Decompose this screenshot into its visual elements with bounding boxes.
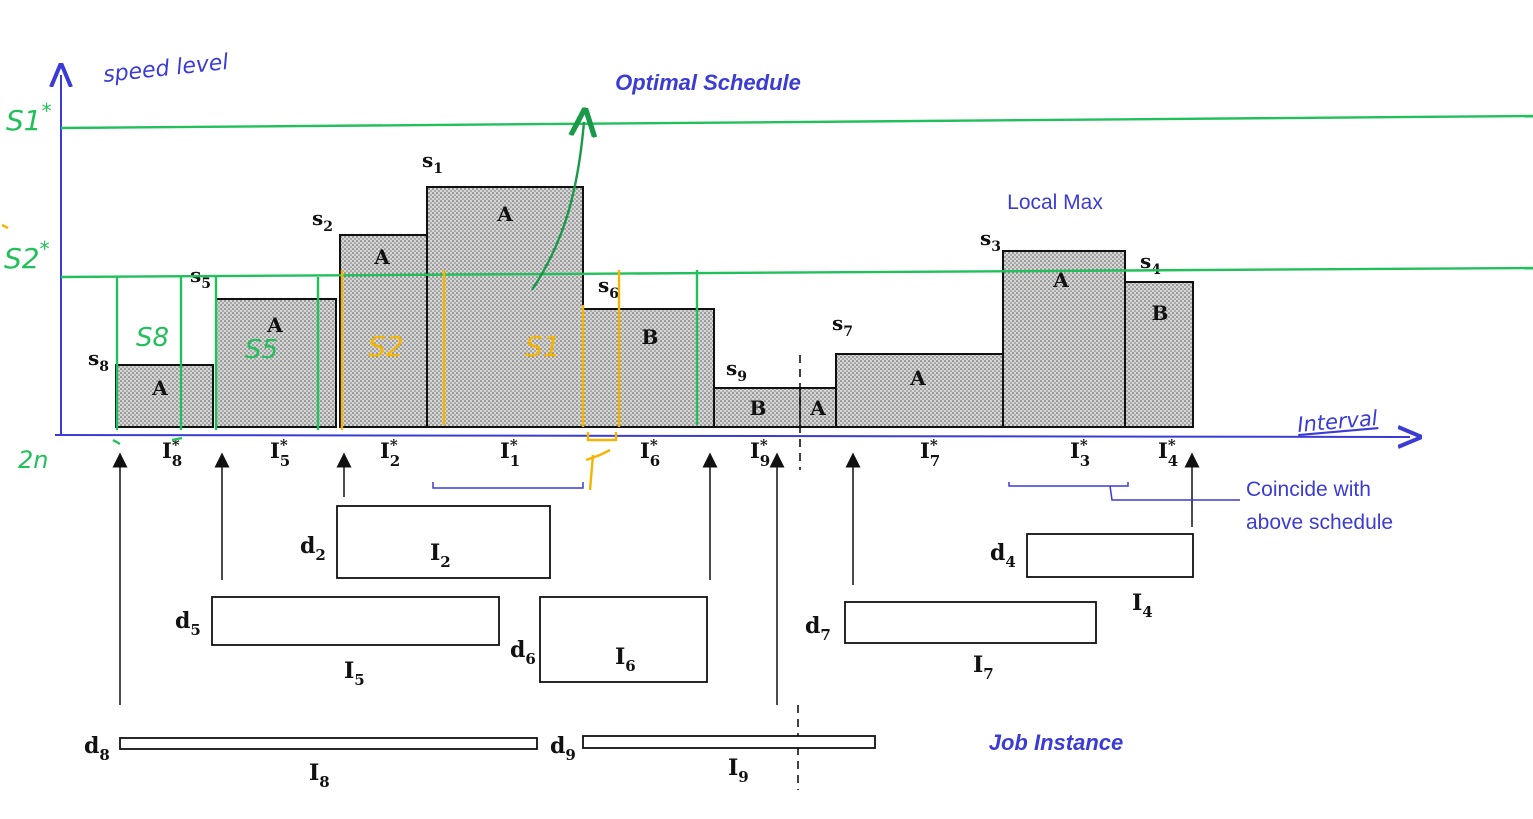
green-curve-arrow: [530, 122, 584, 291]
bracket-i1: [432, 482, 584, 489]
speed-label-s3: s3: [980, 226, 1001, 255]
speed-label-s8: s8: [88, 346, 109, 375]
block-s5: [215, 298, 337, 428]
block-s6: [582, 308, 715, 428]
s2-star-label: S2*: [4, 237, 50, 275]
block-s8-letter: A: [151, 376, 168, 400]
job-box-i8: [119, 737, 538, 750]
s2-star-line: [60, 266, 1533, 279]
bracket-i3: [1008, 482, 1129, 487]
block-s1-letter: A: [496, 202, 513, 226]
job-label-d5: d5: [175, 608, 201, 639]
green-tick-1: [112, 438, 121, 446]
job-label-i8: I8: [309, 760, 330, 791]
job-box-i6: [539, 596, 708, 683]
speed-label-s9: s9: [726, 356, 747, 385]
x-axis-label: Interval: [1296, 406, 1378, 437]
interval-label-i9: I*9: [750, 436, 770, 470]
green-tick-2: [171, 436, 183, 442]
interval-label-i5: I*5: [270, 436, 290, 470]
interval-label-i7: I*7: [920, 436, 940, 470]
local-max-label: Local Max: [1007, 191, 1103, 214]
speed-label-s7: s7: [832, 311, 853, 340]
interval-label-i3: I*3: [1070, 436, 1090, 470]
job-label-i7: I7: [973, 652, 994, 683]
job-box-i7: [844, 601, 1097, 644]
block-s9-letter-b: B: [750, 396, 767, 420]
job-label-i4: I4: [1132, 590, 1153, 621]
speed-label-s1: s1: [422, 148, 443, 177]
speed-label-s4: s4: [1140, 249, 1161, 278]
orange-bracket: [586, 432, 618, 442]
s1-star-line: [60, 114, 1533, 130]
job-label-d6: d6: [510, 637, 536, 668]
job-label-i6: I6: [615, 644, 636, 675]
speed-label-s6: s6: [598, 273, 619, 302]
x-axis: [54, 435, 1410, 437]
interval-label-i2: I*2: [380, 436, 400, 470]
handwritten-s2: S2: [368, 330, 404, 363]
job-label-d9: d9: [550, 733, 576, 764]
block-s7: [835, 353, 1004, 428]
job-label-d7: d7: [805, 613, 831, 644]
block-s2-letter: A: [373, 245, 390, 269]
coincide-label-line1: Coincide with: [1246, 478, 1371, 501]
y-axis-label: speed level: [102, 50, 230, 88]
block-s7-letter: A: [909, 366, 926, 390]
block-s4-letter: B: [1152, 301, 1169, 325]
handwritten-s8: S8: [136, 323, 169, 353]
coincide-pointer: [1109, 485, 1240, 501]
s1-star-label: S1*: [6, 99, 52, 137]
job-box-i2: [336, 505, 551, 579]
job-label-i5: I5: [344, 658, 365, 689]
job-label-d4: d4: [990, 540, 1016, 571]
optimal-schedule-title: Optimal Schedule: [615, 70, 801, 95]
job-label-d8: d8: [84, 733, 110, 764]
block-s3-letter: A: [1052, 268, 1069, 292]
block-s9-letter-a: A: [809, 396, 826, 420]
block-s2: [339, 234, 428, 428]
speed-label-s5: s5: [190, 263, 211, 292]
block-s3: [1002, 250, 1126, 428]
interval-label-i6: I*6: [640, 436, 660, 470]
zn-label: 2n: [18, 446, 48, 474]
job-box-i5: [211, 596, 500, 646]
orange-edge-mark: [1, 223, 9, 230]
job-instance-title: Job Instance: [989, 730, 1123, 755]
block-s8: [115, 364, 214, 428]
interval-label-i8: I*8: [162, 436, 182, 470]
job-label-d2: d2: [300, 533, 326, 564]
job-label-i2: I2: [430, 540, 451, 571]
job-box-i4: [1026, 533, 1194, 578]
job-label-i9: I9: [728, 755, 749, 786]
job-box-i9: [582, 735, 876, 749]
block-s6-letter: B: [642, 325, 659, 349]
interval-label-i1: I*1: [500, 436, 520, 470]
block-s5-letter: A: [266, 313, 283, 337]
handwritten-s5: S5: [245, 335, 278, 365]
interval-label-i4: I*4: [1158, 436, 1178, 470]
coincide-label-line2: above schedule: [1246, 511, 1393, 534]
speed-label-s2: s2: [312, 206, 333, 235]
block-s4: [1124, 281, 1194, 428]
orange-scribble: [585, 448, 611, 491]
handwritten-s1: S1: [525, 330, 561, 363]
